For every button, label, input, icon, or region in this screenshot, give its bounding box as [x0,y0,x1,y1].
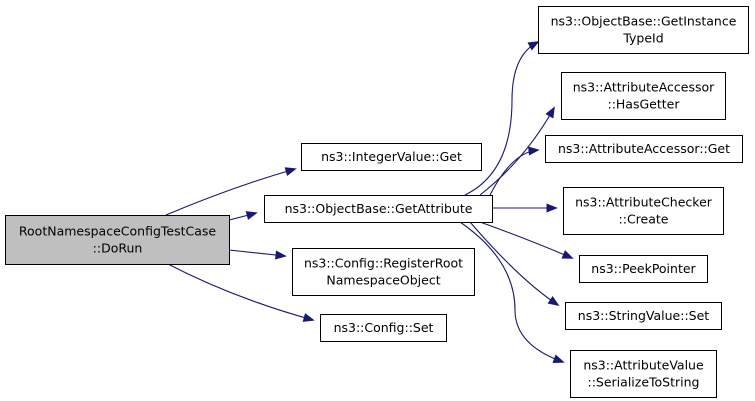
node-label: ns3::Config::Set [334,320,434,335]
node-box [579,255,708,283]
node-label: ns3::IntegerValue::Get [321,149,462,164]
edge-getattr-peek [479,221,574,259]
node-getattr[interactable]: ns3::ObjectBase::GetAttribute [264,195,493,223]
node-accget[interactable]: ns3::AttributeAccessor::Get [545,135,743,163]
node-root[interactable]: RootNamespaceConfigTestCase::DoRun [5,215,230,265]
node-label: ns3::AttributeAccessor::Get [558,141,730,156]
arrowhead-icon [275,250,287,260]
node-label: ns3::Config::RegisterRoot [304,256,463,271]
arrowhead-icon [546,203,558,213]
node-box [570,350,717,398]
node-label: RootNamespaceConfigTestCase [19,224,216,239]
node-label: ns3::PeekPointer [591,261,696,276]
node-box [5,215,230,265]
edge-root-regroot [228,249,287,260]
node-chkcreate[interactable]: ns3::AttributeChecker::Create [563,187,724,235]
node-cfgset[interactable]: ns3::Config::Set [320,314,447,342]
node-box [292,248,475,296]
arrowhead-icon [527,41,540,51]
node-box [565,302,722,330]
edges-layer [165,41,574,364]
node-label: ::DoRun [93,241,143,256]
node-label: ns3::AttributeValue [583,358,704,373]
edge-getattr-accget [489,146,540,196]
node-box [301,143,482,171]
node-box [538,6,749,54]
edge-line [459,221,564,363]
edge-line [479,107,555,196]
node-label: ::HasGetter [607,97,680,112]
arrowhead-icon [545,106,555,119]
edge-root-getattr [228,211,258,221]
node-box [563,187,724,235]
node-box [561,72,726,120]
node-strset[interactable]: ns3::StringValue::Set [565,302,722,330]
nodes-layer: RootNamespaceConfigTestCase::DoRun ns3::I… [5,6,749,398]
edge-getattr-serialize [459,221,565,364]
edge-getattr-chkcreate [492,203,558,213]
arrowhead-icon [284,167,297,176]
node-peek[interactable]: ns3::PeekPointer [579,255,708,283]
edge-line [464,41,539,196]
node-label: TypeId [622,31,663,46]
node-box [545,135,743,163]
node-label: ns3::AttributeChecker [575,195,713,210]
node-label: ::Create [619,212,669,227]
edge-line [489,149,539,196]
arrowhead-icon [528,146,540,156]
node-label: NamespaceObject [326,273,440,288]
node-label: ns3::ObjectBase::GetInstance [551,14,737,29]
edge-line [165,262,314,321]
node-box [264,195,493,223]
edge-getattr-hasgetter [479,106,555,196]
node-box [320,314,447,342]
edge-root-cfgset [165,262,315,322]
node-label: ns3::ObjectBase::GetAttribute [285,201,473,216]
edge-root-intget [165,167,297,216]
node-intget[interactable]: ns3::IntegerValue::Get [301,143,482,171]
arrowhead-icon [302,313,315,322]
edge-getattr-getinst [464,41,540,196]
arrowhead-icon [561,250,574,259]
node-label: ns3::AttributeAccessor [573,80,715,95]
arrowhead-icon [547,295,560,307]
node-label: ns3::StringValue::Set [578,308,709,323]
edge-line [469,221,559,306]
edge-line [165,168,296,216]
node-label: ::SerializeToString [588,375,700,390]
node-hasgetter[interactable]: ns3::AttributeAccessor::HasGetter [561,72,726,120]
edge-getattr-strset [469,221,560,307]
arrowhead-icon [552,354,565,364]
node-serialize[interactable]: ns3::AttributeValue::SerializeToString [570,350,717,398]
arrowhead-icon [245,211,258,220]
